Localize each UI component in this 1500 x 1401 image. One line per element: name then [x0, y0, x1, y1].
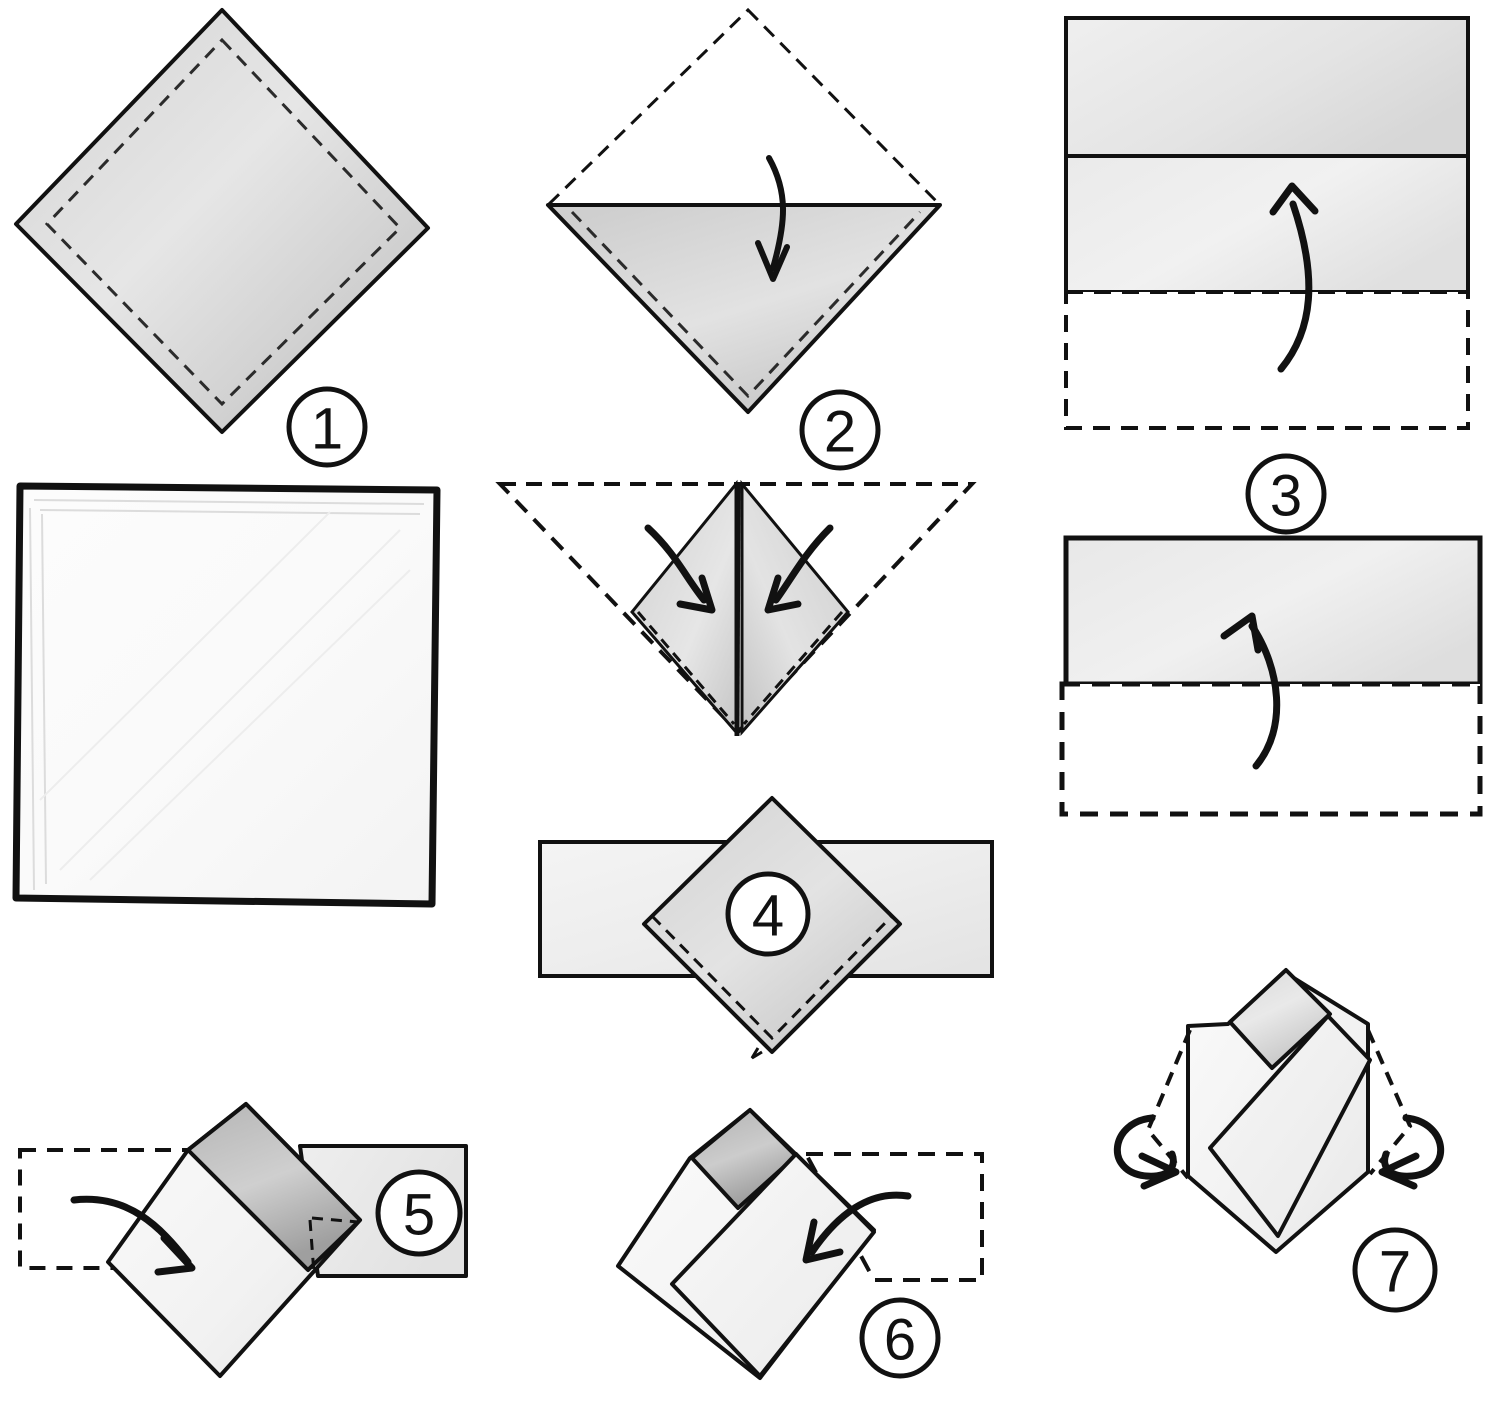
folded-away-top-half: [544, 7, 944, 207]
diagonal-band-shape: [186, 1102, 362, 1275]
step-4-number-badge: 4: [725, 871, 811, 957]
front-folded-flap: [670, 1152, 876, 1378]
fold-up-arrow: [1220, 612, 1281, 770]
step-2-number-badge: 2: [799, 389, 881, 471]
flat-square-napkin-shape: [12, 482, 441, 908]
fold-up-arrow: [1269, 182, 1319, 373]
triangle-side-flaps-panel: [480, 460, 990, 770]
fold-right-arrow: [70, 1195, 196, 1276]
center-crease-line: [734, 481, 741, 737]
solid-upper-half: [1063, 535, 1483, 687]
tuck-right-loop-arrow: [1378, 1114, 1444, 1190]
step-5-number-badge: 5: [375, 1169, 463, 1257]
step-6-number-badge: 6: [859, 1297, 941, 1379]
front-pocket-flap: [1208, 1014, 1372, 1238]
step-6-panel: 6: [600, 1080, 1030, 1401]
tuck-left-loop-arrow: [1114, 1114, 1180, 1190]
step-3-number: 3: [1270, 464, 1302, 529]
step-5-panel: 5: [0, 1090, 500, 1401]
step-1-number-badge: 1: [286, 386, 368, 468]
step-1-panel: 1: [0, 0, 470, 470]
step-7-number: 7: [1379, 1240, 1411, 1305]
step-2-number: 2: [824, 400, 856, 465]
front-triangle-shape: [546, 203, 942, 414]
step-2-panel: 2: [520, 0, 970, 475]
step-4-number: 4: [752, 884, 784, 949]
step-4-panel: 4: [500, 780, 1020, 1070]
step-5-number: 5: [403, 1183, 435, 1248]
fold-left-arrow: [802, 1191, 912, 1264]
step-6-number: 6: [884, 1308, 916, 1373]
rectangle-middle-band: [1064, 154, 1470, 294]
center-band-shape: [1228, 968, 1332, 1070]
flat-square-panel: [0, 470, 470, 940]
step-1-number: 1: [311, 397, 343, 462]
step-7-panel: 7: [1080, 940, 1500, 1340]
diamond-napkin-shape: [14, 8, 430, 434]
step-3-number-badge: 3: [1245, 453, 1327, 535]
rectangle-upper-band: [1064, 16, 1470, 158]
fold-right-inward-arrow: [764, 524, 834, 614]
fold-left-inward-arrow: [644, 524, 716, 614]
step-7-number-badge: 7: [1352, 1227, 1438, 1313]
step-3-panel: 3: [1030, 0, 1500, 545]
rectangle-lower-dashed-flap: [1064, 290, 1470, 430]
fold-down-arrow: [755, 155, 790, 282]
half-rectangle-fold-up-panel: [1030, 520, 1500, 850]
